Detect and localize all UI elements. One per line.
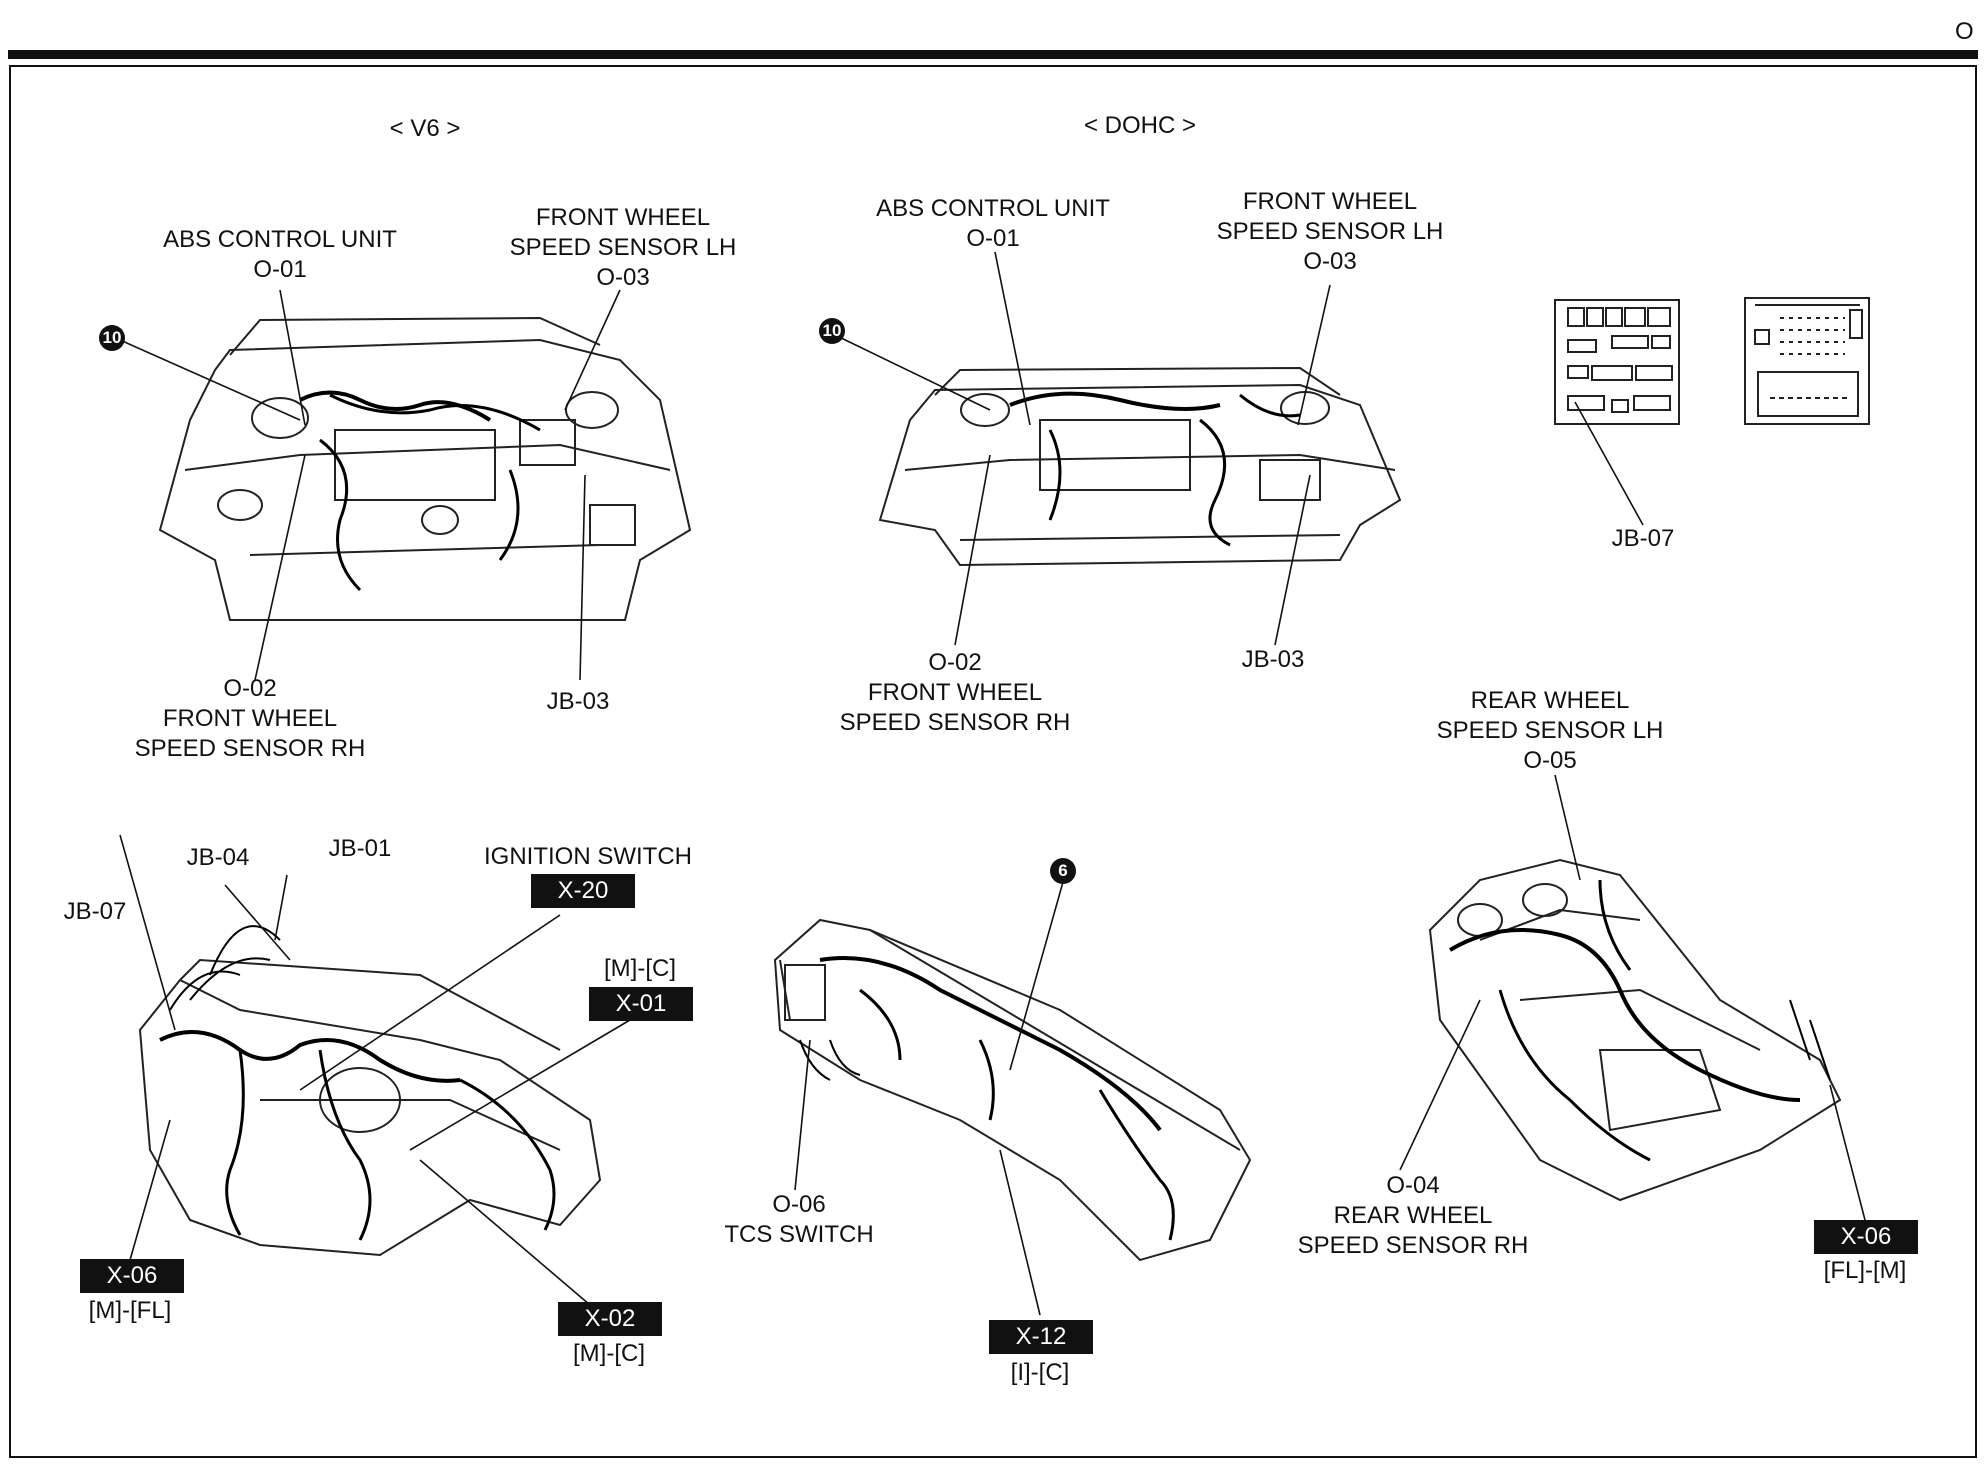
connector-x01-box: X-01: [589, 987, 693, 1021]
connector-x02-sub: [M]-[C]: [573, 1340, 645, 1367]
dash-center-callout-marker: 6: [1050, 858, 1076, 884]
dash-jb01-label: JB-01: [328, 835, 392, 862]
connector-x01-sub: [M]-[C]: [604, 955, 676, 982]
dohc-jb03-label: JB-03: [1241, 646, 1305, 673]
connector-x06-left-sub: [M]-[FL]: [88, 1297, 172, 1324]
connector-x12-sub: [I]-[C]: [1010, 1359, 1070, 1386]
v6-jb03-label: JB-03: [546, 688, 610, 715]
floor-harness: [1428, 858, 1842, 1202]
v6-view-title: < V6 >: [389, 115, 461, 142]
junction-box-jb07-label: JB-07: [1611, 525, 1675, 552]
ignition-switch-label: IGNITION SWITCH: [484, 843, 692, 870]
dohc-view-title: < DOHC >: [1083, 112, 1197, 139]
dash-center-harness: [773, 918, 1252, 1262]
v6-callout-marker: 10: [99, 325, 125, 351]
page-letter: O: [1955, 18, 1974, 45]
dash-left-harness: [138, 925, 602, 1257]
v6-engine-bay: [158, 316, 692, 621]
connector-x02-box: X-02: [558, 1302, 662, 1336]
connector-x06-floor-sub: [FL]-[M]: [1823, 1257, 1907, 1284]
header-rule: [8, 50, 1978, 59]
junction-box-rear: [1744, 297, 1870, 425]
connector-x06-floor-box: X-06: [1814, 1220, 1918, 1254]
connector-x06-left-box: X-06: [80, 1259, 184, 1293]
junction-box-front: [1554, 299, 1680, 425]
connector-x12-box: X-12: [989, 1320, 1093, 1354]
leader-lines: [119, 251, 1866, 1316]
dohc-engine-bay: [878, 366, 1402, 567]
dash-jb04-label: JB-04: [186, 844, 250, 871]
dohc-callout-marker: 10: [819, 318, 845, 344]
dash-jb07-label: JB-07: [63, 898, 127, 925]
page-frame: [9, 65, 1977, 1458]
connector-x20-box: X-20: [531, 874, 635, 908]
